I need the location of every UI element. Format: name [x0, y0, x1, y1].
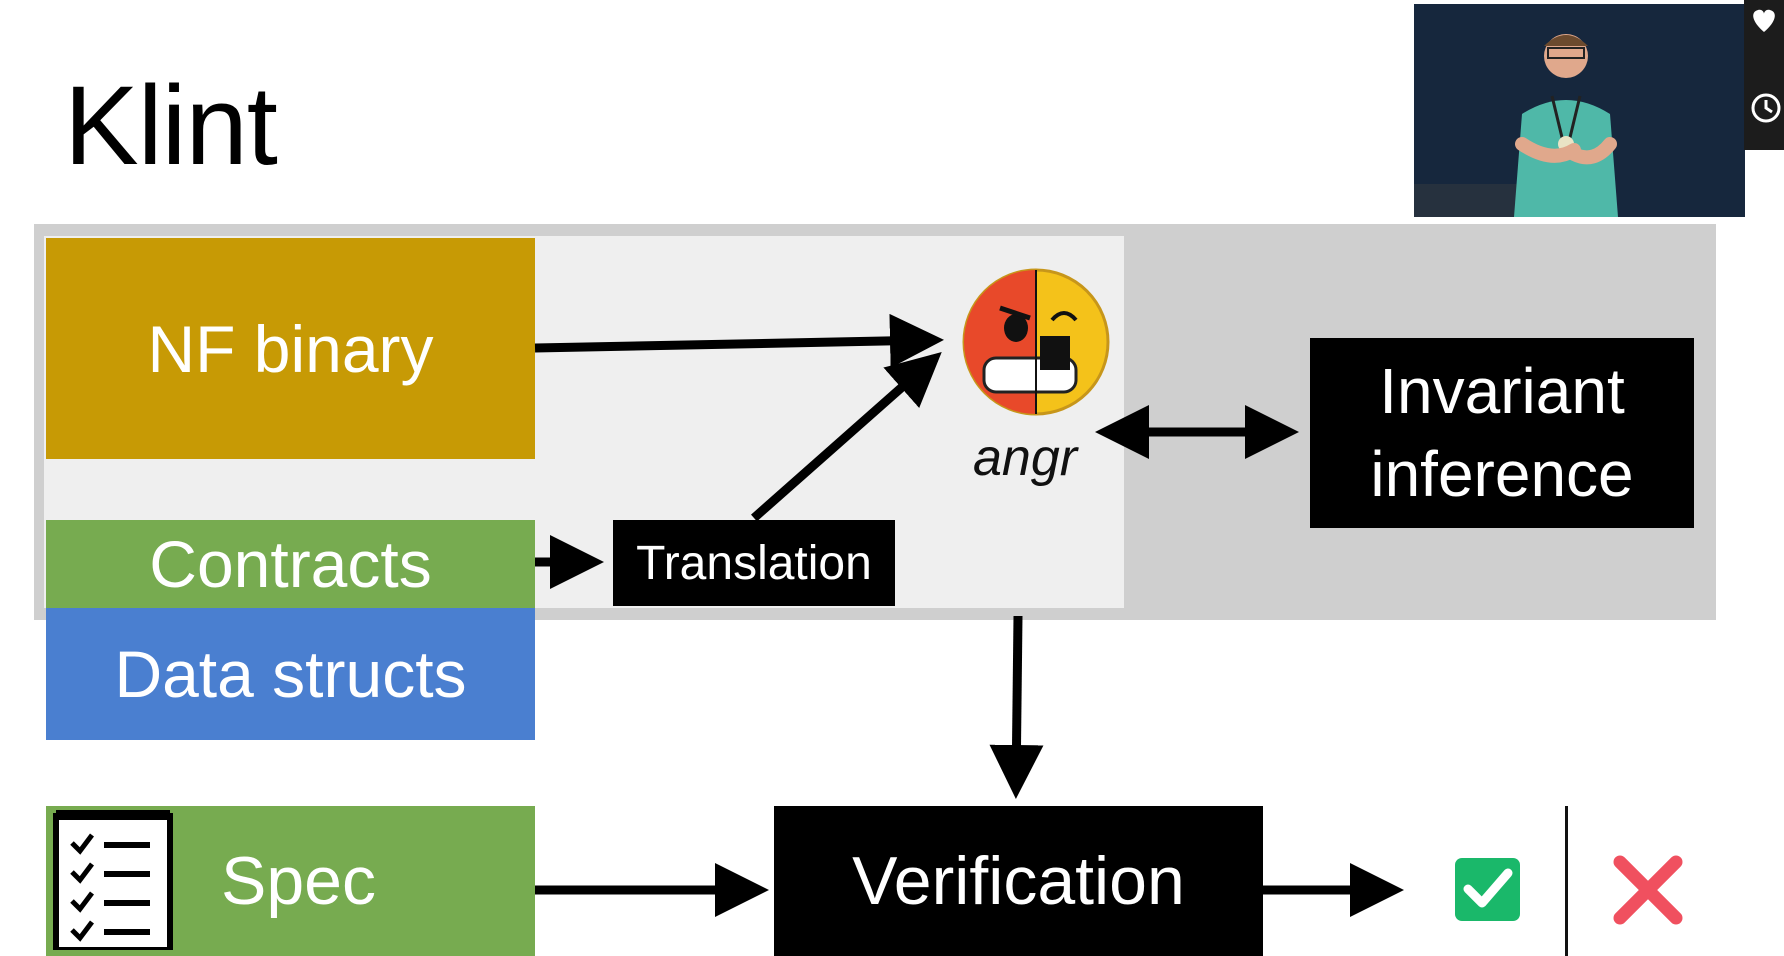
- cross-icon: [1613, 855, 1683, 925]
- arrow-panel-to-verification: [989, 615, 1044, 799]
- spec-label: Spec: [221, 843, 376, 919]
- data-structs-label: Data structs: [114, 637, 467, 711]
- translation-box: Translation: [613, 520, 895, 606]
- invariant-label-line1: Invariant: [1379, 354, 1625, 427]
- nf-binary-box: NF binary: [46, 238, 535, 459]
- translation-label: Translation: [636, 536, 872, 590]
- slide-title: Klint: [64, 63, 278, 188]
- invariant-label-line2: inference: [1370, 438, 1634, 510]
- speaker-figure-icon: [1414, 4, 1745, 217]
- arrow-nf-to-angr: [534, 313, 944, 368]
- checklist-icon: [53, 810, 173, 950]
- nf-binary-label: NF binary: [147, 311, 434, 386]
- angr-label: angr: [973, 429, 1078, 487]
- contracts-label: Contracts: [149, 527, 432, 601]
- contracts-box: Contracts: [46, 520, 535, 608]
- invariant-inference-box: Invariant inference: [1310, 338, 1694, 528]
- result-separator: [1565, 806, 1568, 956]
- heart-icon: [1753, 9, 1775, 32]
- check-square-icon: [1455, 858, 1520, 921]
- speaker-video: [1414, 4, 1745, 217]
- arrow-translation-to-angr: [751, 352, 942, 522]
- verification-box: Verification: [774, 806, 1263, 956]
- angr-mascot-icon: [962, 268, 1110, 416]
- verification-label: Verification: [852, 843, 1185, 919]
- data-structs-box: Data structs: [46, 608, 535, 740]
- video-side-icons: [1744, 0, 1784, 150]
- clock-icon: [1751, 93, 1781, 123]
